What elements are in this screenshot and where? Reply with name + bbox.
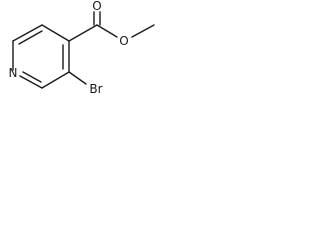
carbonyl-oxygen-label: O (92, 0, 101, 13)
bond-c5-c6 (41, 71, 70, 89)
bromine-label: Br (89, 82, 102, 96)
bond-c2-c3 (12, 24, 43, 42)
ring-nitrogen-label: N (9, 66, 18, 80)
ester-group (68, 11, 155, 42)
bond-c6-n-inner (22, 71, 42, 83)
bond-ester-o-methyl (131, 24, 155, 38)
pyridine-ring (12, 24, 70, 89)
bond-c6-n (19, 75, 43, 89)
bond-c2-c3-inner (18, 30, 43, 45)
bond-c3-c4 (41, 24, 70, 42)
methyl-3-bromoisonicotinate-structure: O O N Br (9, 0, 155, 96)
bond-c4-carbonyl (68, 24, 98, 42)
ester-oxygen-label: O (119, 34, 128, 48)
bond-carbonyl-ester-o (96, 24, 118, 38)
bond-c5-br (68, 71, 87, 85)
